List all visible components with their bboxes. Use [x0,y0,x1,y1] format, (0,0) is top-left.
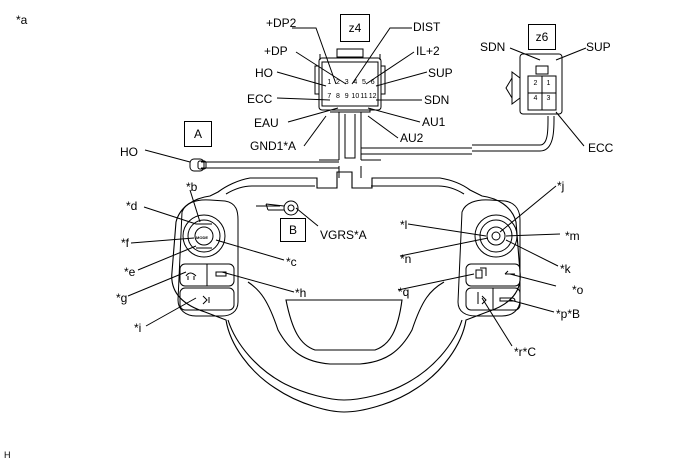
z4-label-dist: DIST [413,20,441,34]
z4-pin-9: 9 [344,93,349,100]
callout-r: *r*C [514,345,537,359]
z4-label-gnd1a: GND1*A [250,139,297,153]
z4-label-sdn: SDN [424,93,450,107]
z4-label-au2: AU2 [400,131,424,145]
z4-label-dp2: +DP2 [266,16,297,30]
view-box-a: A [184,121,212,147]
z4-label-il2: IL+2 [416,44,440,58]
z4-pin-7: 7 [327,93,332,100]
callout-i: *i [134,321,142,335]
z4-pin-4: 4 [353,79,358,86]
z4-label-ho: HO [255,66,273,80]
z4-pin-10: 10 [351,93,360,100]
connector-z6-tag: z6 [528,24,556,50]
view-box-b: B [280,218,306,242]
z4-pin-1: 1 [327,79,332,86]
z4-label-dp: +DP [264,44,288,58]
z6-pin-1: 1 [546,80,551,87]
z4-pin-2: 2 [336,79,340,86]
ho-cable [144,149,207,172]
callout-h: *h [295,286,307,300]
callout-c: *c [286,255,297,269]
z4-harness [201,112,472,178]
figure-id: *a [16,13,28,27]
vgrs-sensor [265,200,299,216]
z4-label-au1: AU1 [422,115,446,129]
z4-pin-5: 5 [362,79,366,86]
z4-label-ecc: ECC [247,92,273,106]
right-switch-assembly [457,199,521,317]
callout-f: *f [121,236,130,250]
z4-pin-6: 6 [370,79,375,86]
z6-pin-2: 2 [533,80,538,87]
callout-m: *m [565,229,580,243]
callout-n: *n [400,252,412,266]
wire-label-vgrs: VGRS*A [320,228,367,242]
leader-lines [127,27,587,347]
callout-k: *k [560,262,571,276]
wire-label-ho: HO [120,145,138,159]
connector-z6-housing [505,53,563,115]
callout-d: *d [126,199,138,213]
z4-label-sup: SUP [428,66,453,80]
callout-b: *b [186,180,198,194]
z4-pin-12: 12 [368,93,377,100]
callout-l: *l [400,218,408,232]
z6-pin-4: 4 [533,95,538,102]
z6-pin-3: 3 [546,95,551,102]
z4-pin-3: 3 [344,79,349,86]
callout-q: *q [398,285,410,299]
footer-code: H [4,450,11,460]
callout-g: *g [116,291,128,305]
callout-e: *e [124,265,136,279]
connector-z4-pins: 1 2 3 4 5 6 7 8 9 10 11 12 [325,79,377,100]
connector-z4-tag: z4 [340,14,370,42]
z6-cable [472,116,555,152]
z4-label-eau: EAU [254,116,279,130]
z6-label-ecc: ECC [588,141,614,155]
callout-p: *p*B [556,307,581,321]
z6-label-sdn: SDN [480,40,506,54]
z4-pin-8: 8 [336,93,340,100]
mode-button-label: MODE [196,235,208,240]
steering-wheel-outline [171,171,521,413]
connector-z6-pins: 2 1 4 3 [529,80,555,102]
callout-o: *o [572,283,584,297]
left-switch-assembly [177,199,239,317]
z4-pin-11: 11 [360,93,368,100]
z6-label-sup: SUP [586,40,611,54]
callout-j: *j [557,179,565,193]
